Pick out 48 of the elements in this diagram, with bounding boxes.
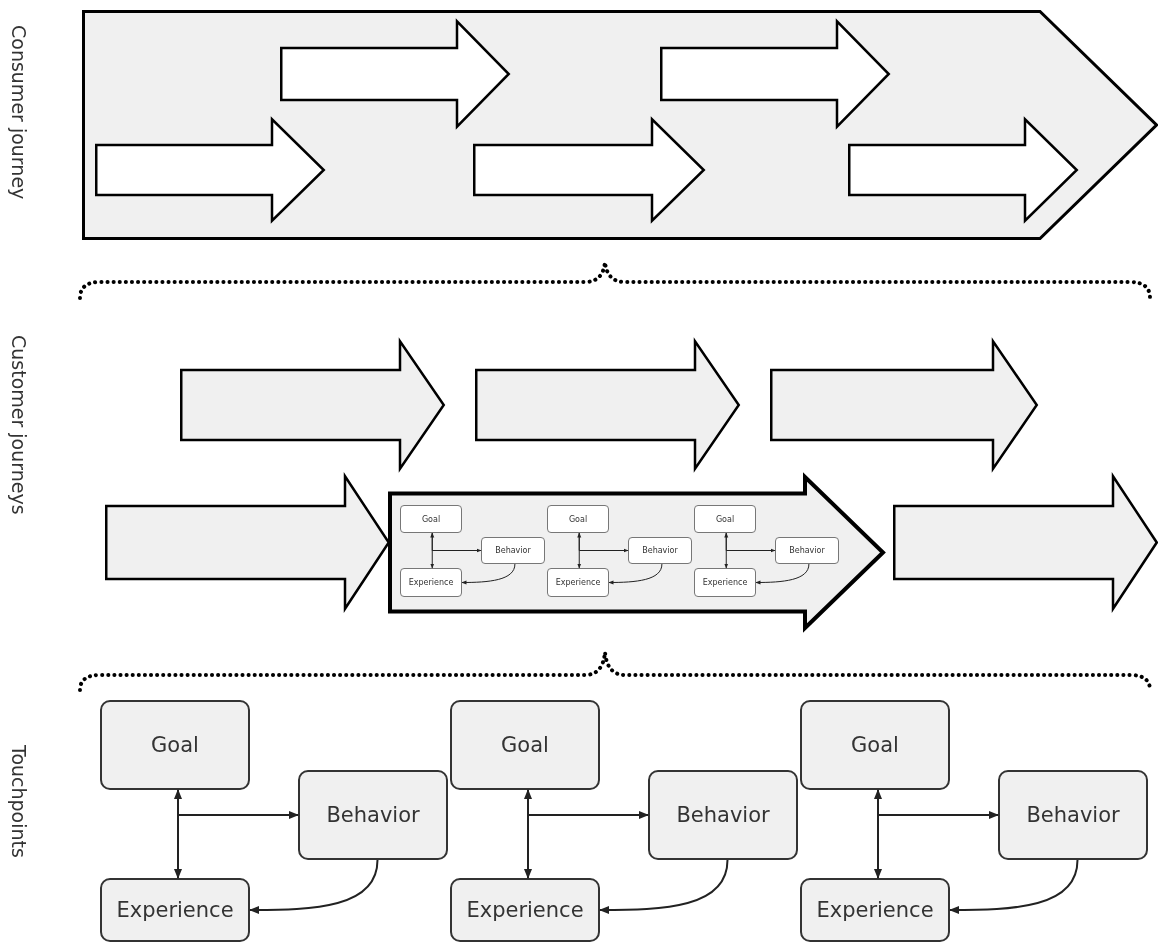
arrow <box>608 563 663 585</box>
process-box: Experience <box>450 878 600 942</box>
process-box: Experience <box>800 878 950 942</box>
arrow-shape <box>473 118 705 222</box>
arrow-shape <box>475 340 740 470</box>
arrow-shape <box>893 475 1158 610</box>
arrow <box>949 859 1079 914</box>
process-box: Goal <box>400 505 462 533</box>
process-box: Behavior <box>628 537 692 564</box>
arrow-shape <box>95 118 325 222</box>
arrow <box>431 532 482 553</box>
arrow <box>527 789 649 819</box>
process-box: Goal <box>100 700 250 790</box>
arrow <box>249 859 379 914</box>
arrow <box>877 789 999 819</box>
process-box: Goal <box>800 700 950 790</box>
process-box: Experience <box>400 568 462 597</box>
process-box: Behavior <box>648 770 798 860</box>
process-box: Experience <box>100 878 250 942</box>
arrow-shape <box>388 475 885 630</box>
arrow-shape <box>848 118 1078 222</box>
process-box: Experience <box>547 568 609 597</box>
arrow <box>724 532 729 569</box>
arrow <box>430 532 435 569</box>
arrow <box>177 789 299 819</box>
process-box: Behavior <box>998 770 1148 860</box>
process-box: Behavior <box>775 537 839 564</box>
arrow-shape <box>770 340 1038 470</box>
process-box: Experience <box>694 568 756 597</box>
arrow-shape <box>105 475 390 610</box>
row-label: Touchpoints <box>8 745 30 858</box>
arrow-shape <box>180 340 445 470</box>
process-box: Goal <box>547 505 609 533</box>
process-box: Behavior <box>481 537 545 564</box>
arrow-shape <box>660 20 890 128</box>
arrow <box>755 563 810 585</box>
arrow <box>461 563 516 585</box>
row-label: Consumer journey <box>8 25 30 200</box>
chevron-shape <box>82 10 1158 240</box>
arrow <box>599 859 729 914</box>
arrow <box>725 532 776 553</box>
arrow-shape <box>280 20 510 128</box>
arrow <box>577 532 582 569</box>
row-label: Customer journeys <box>8 335 30 515</box>
process-box: Goal <box>450 700 600 790</box>
process-box: Behavior <box>298 770 448 860</box>
process-box: Goal <box>694 505 756 533</box>
arrow <box>578 532 629 553</box>
